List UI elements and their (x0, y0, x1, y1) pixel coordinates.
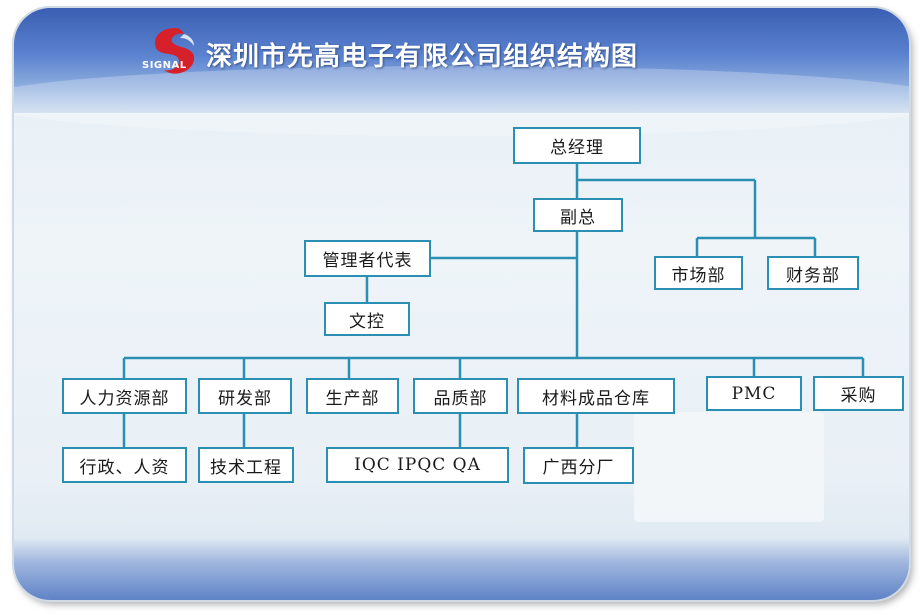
node-admin-hr: 行政、人资 (62, 447, 187, 483)
node-warehouse: 材料成品仓库 (517, 378, 675, 414)
node-rnd: 研发部 (198, 378, 292, 414)
node-purchasing: 采购 (813, 376, 904, 411)
node-general-manager: 总经理 (513, 127, 641, 164)
node-finance: 财务部 (767, 256, 859, 290)
node-hr: 人力资源部 (62, 378, 187, 414)
node-production: 生产部 (306, 378, 399, 414)
glare-patch (634, 412, 824, 522)
footer-band (14, 538, 909, 600)
node-qc: IQC IPQC QA (326, 447, 509, 483)
signal-logo-icon (154, 28, 195, 74)
node-doc-control: 文控 (324, 302, 410, 336)
node-marketing: 市场部 (654, 256, 743, 290)
node-quality: 品质部 (413, 378, 508, 414)
page-title: 深圳市先高电子有限公司组织结构图 (206, 42, 639, 72)
node-tech-engineering: 技术工程 (198, 447, 294, 483)
node-deputy: 副总 (533, 198, 623, 232)
header-band (14, 8, 909, 136)
node-guangxi-branch: 广西分厂 (523, 447, 634, 484)
node-management-rep: 管理者代表 (304, 240, 431, 277)
logo-text: SIGNAL (142, 60, 187, 71)
org-chart-board (14, 8, 909, 600)
node-pmc: PMC (706, 376, 802, 411)
